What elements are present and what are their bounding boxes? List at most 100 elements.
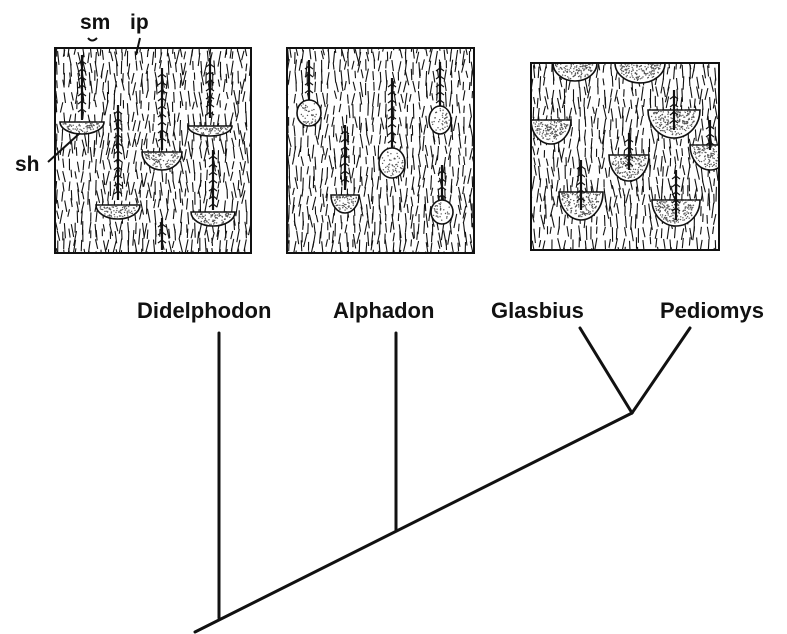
texture-stroke [142,79,143,94]
stipple-dot [387,171,388,172]
stipple-dot [200,216,201,217]
texture-stroke [546,87,548,99]
texture-stroke [569,139,571,149]
stipple-dot [538,125,539,126]
stipple-dot [658,68,659,69]
texture-stroke [356,155,359,168]
texture-stroke [527,177,528,184]
stipple-dot [693,147,694,148]
stipple-dot [307,106,308,107]
stipple-dot [206,128,207,129]
stipple-dot [623,66,624,67]
texture-stroke [625,227,627,236]
texture-stroke [667,225,669,239]
stipple-dot [635,169,636,170]
stipple-dot [396,153,397,154]
stipple-dot [631,175,632,176]
texture-stroke [322,154,323,163]
stipple-dot [679,112,680,113]
texture-stroke [609,167,610,177]
stipple-dot [221,212,222,213]
stipple-dot [535,130,536,131]
texture-stroke [385,206,386,215]
stipple-dot [397,156,398,157]
texture-stroke [293,118,295,126]
texture-stroke [49,191,50,204]
stipple-dot [175,152,176,153]
stipple-dot [724,153,725,154]
texture-stroke [458,123,460,136]
stipple-dot [711,164,712,165]
stipple-dot [388,167,389,168]
texture-stroke [459,155,460,165]
stipple-dot [307,115,308,116]
stipple-dot [620,65,621,66]
texture-stroke [665,87,669,102]
texture-stroke [572,177,573,187]
stipple-dot [435,211,436,212]
stipple-dot [666,201,667,202]
stipple-dot [686,121,687,122]
texture-stroke [232,138,234,147]
stipple-dot [200,212,201,213]
stipple-dot [219,212,220,213]
texture-stroke [655,229,657,239]
texture-stroke [477,232,479,246]
texture-stroke [631,100,632,109]
stipple-dot [638,171,639,172]
stipple-dot [220,215,221,216]
stipple-dot [664,122,665,123]
texture-stroke [595,238,597,250]
enamel-panel-didelphodon [48,40,256,278]
stipple-dot [688,110,689,111]
stipple-dot [631,176,632,177]
stipple-dot [220,127,221,128]
texture-stroke [416,206,418,217]
stipple-dot [149,159,150,160]
stipple-dot [655,65,656,66]
texture-stroke [361,123,362,133]
stipple-dot [301,105,302,106]
texture-stroke [580,87,581,101]
stipple-dot [639,155,640,156]
stipple-dot [573,200,574,201]
stipple-dot [159,159,160,160]
texture-stroke [182,199,183,206]
stipple-dot [126,208,127,209]
texture-stroke [333,63,334,70]
stipple-dot [588,202,589,203]
texture-stroke [432,93,433,100]
texture-stroke [638,194,639,201]
stipple-dot [685,206,686,207]
stipple-dot [547,130,548,131]
texture-stroke [162,170,163,182]
texture-stroke [190,50,192,65]
stipple-dot [696,145,697,146]
texture-stroke [307,196,309,205]
stipple-dot [621,67,622,68]
stipple-dot [313,109,314,110]
texture-stroke [56,181,57,189]
texture-stroke [372,196,373,204]
stipple-dot [311,110,312,111]
stipple-dot [561,133,562,134]
stipple-dot [722,152,723,153]
texture-stroke [341,215,342,223]
stipple-dot [688,205,689,206]
texture-stroke [296,166,297,181]
stipple-dot [722,146,723,147]
texture-stroke [697,237,698,249]
texture-stroke [131,182,134,195]
stipple-dot [102,209,103,210]
texture-stroke [357,250,359,261]
stipple-dot [221,129,222,130]
texture-stroke [187,259,190,270]
stipple-dot [664,202,665,203]
texture-stroke [611,67,612,76]
stipple-dot [680,219,681,220]
stipple-dot [664,200,665,201]
texture-stroke [551,167,553,177]
texture-stroke [623,188,625,196]
texture-stroke [444,134,446,144]
texture-stroke [689,77,690,86]
